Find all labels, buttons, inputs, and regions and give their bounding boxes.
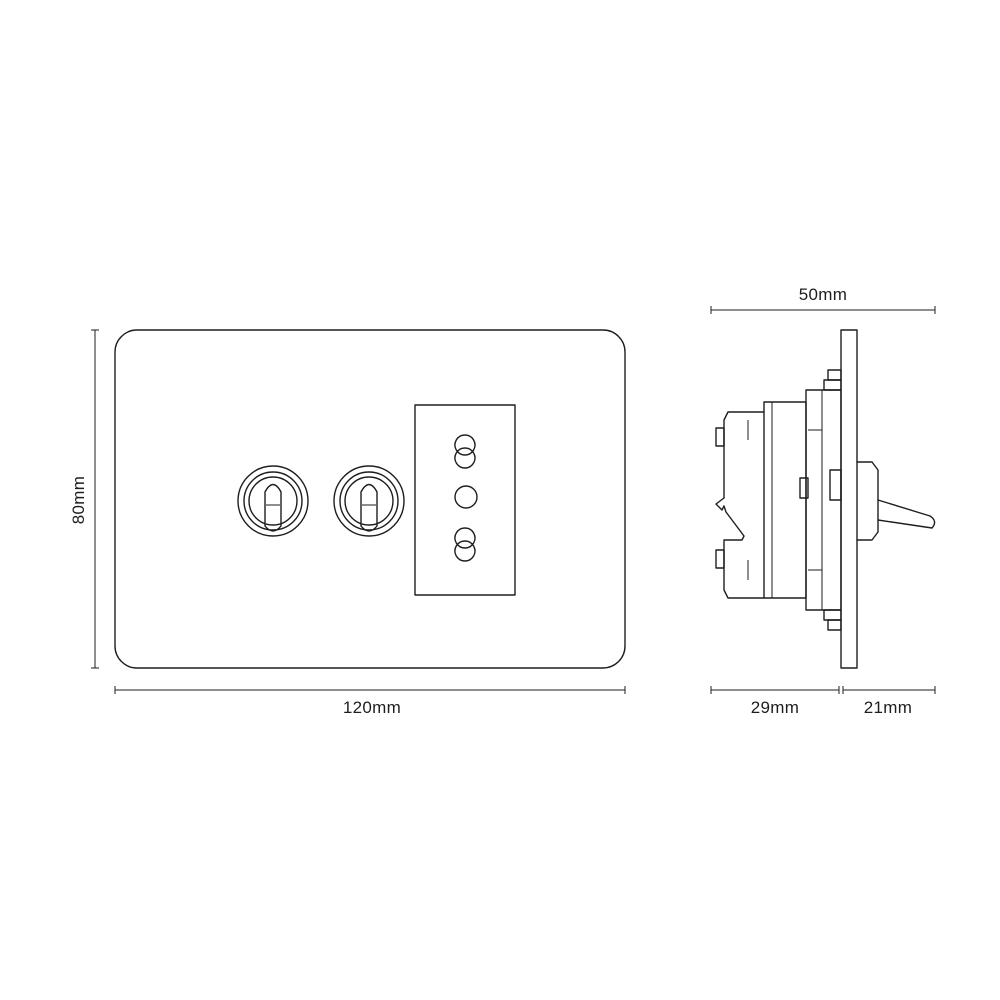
- side-depth-dimension: 50mm: [710, 285, 936, 314]
- side-plate: [840, 329, 858, 669]
- toggle-switch-left: [237, 465, 309, 537]
- toggle-switch-right: [333, 465, 405, 537]
- side-view: [715, 329, 936, 669]
- side-front-depth-dimension: 21mm: [842, 686, 936, 717]
- width-dimension: 120mm: [114, 686, 626, 717]
- width-label: 120mm: [343, 698, 401, 717]
- face-plate: [114, 329, 626, 669]
- side-back-depth-dimension: 29mm: [710, 686, 840, 717]
- side-toggle-lever: [856, 461, 936, 541]
- side-front-depth-label: 21mm: [864, 698, 912, 717]
- socket-hole-top: [454, 434, 476, 469]
- side-depth-label: 50mm: [799, 285, 847, 304]
- front-view: [114, 329, 626, 669]
- socket-hole-bottom: [454, 527, 476, 562]
- side-mechanism: [715, 369, 842, 631]
- socket-module: [414, 404, 516, 596]
- height-label: 80mm: [69, 476, 88, 524]
- height-dimension: 80mm: [69, 329, 99, 669]
- side-back-depth-label: 29mm: [751, 698, 799, 717]
- socket-hole-middle: [454, 485, 478, 509]
